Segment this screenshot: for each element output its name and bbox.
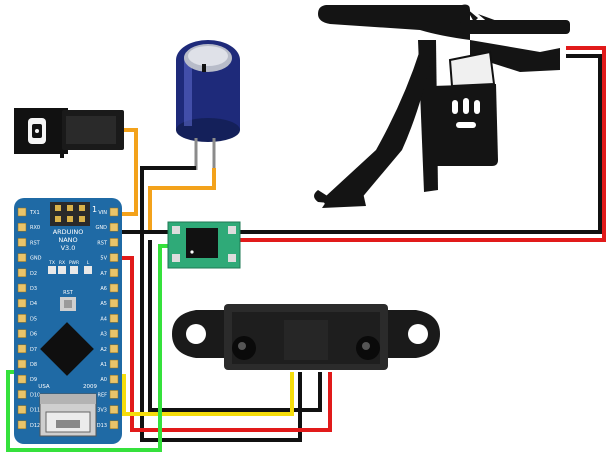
board-version: V3.0 (61, 244, 76, 252)
right-pin-label: 3V3 (97, 408, 107, 414)
black-wire-module (240, 54, 602, 234)
left-pin-pad (17, 314, 27, 323)
left-pin-pad (17, 390, 27, 399)
right-pin-pad (109, 420, 119, 430)
left-pin-pad (17, 344, 27, 354)
left-pin-label: D5 (30, 316, 37, 322)
left-pin-pad (17, 405, 27, 414)
spray-trigger-servo (314, 4, 570, 208)
icsp-header: 1 (50, 202, 97, 226)
right-pin-pad (109, 344, 119, 354)
right-pin-pad (109, 374, 119, 384)
left-pin-label: RST (30, 240, 41, 246)
right-pin-label: 5V (100, 256, 107, 262)
right-pin-pad (109, 359, 119, 369)
right-pin-pad (109, 283, 119, 293)
right-pin-pad (109, 238, 119, 247)
left-pin-pad (17, 374, 27, 384)
board-name-line2: NANO (58, 236, 77, 244)
right-pin-pad (109, 207, 119, 217)
left-pin-pad (17, 268, 27, 278)
board-name-line1: ARDUINO (53, 228, 84, 236)
left-pin-label: D2 (30, 271, 37, 277)
right-pin-label: A5 (100, 301, 107, 307)
icsp-number: 1 (92, 205, 97, 214)
left-pin-pad (17, 420, 27, 430)
year-label: 2009 (83, 384, 97, 390)
green-wire (6, 244, 176, 452)
right-pin-pad (109, 298, 119, 308)
right-pin-label: A2 (100, 347, 107, 353)
left-pin-label: D7 (30, 347, 37, 353)
dc-barrel-jack (14, 108, 124, 158)
right-pin-pad (109, 222, 119, 232)
left-pin-label: D3 (30, 286, 37, 292)
left-pin-label: TX1 (29, 210, 40, 216)
right-pin-pad (109, 268, 119, 278)
right-pin-pad (109, 329, 119, 338)
left-pin-label: D6 (30, 332, 37, 338)
left-pin-label: RX0 (30, 225, 40, 231)
microcontroller-chip (40, 322, 94, 376)
motor-driver-module (167, 221, 241, 269)
left-pin-label: D10 (30, 392, 40, 398)
left-pin-pad (17, 253, 27, 262)
svg-text:TX: TX (48, 260, 55, 266)
left-pin-pad (17, 207, 27, 217)
right-pin-label: A3 (100, 332, 107, 338)
left-pin-pad (17, 329, 27, 338)
right-pin-pad (109, 314, 119, 323)
red-wire-servo (240, 46, 606, 242)
right-pin-label: A6 (100, 286, 107, 292)
reset-label: RST (63, 290, 74, 296)
left-pin-label: GND (30, 256, 42, 262)
right-pin-pad (109, 405, 119, 414)
svg-text:L: L (87, 260, 90, 266)
right-pin-label: VIN (98, 210, 107, 216)
left-pin-pad (17, 298, 27, 308)
made-in-label: USA (38, 384, 50, 390)
left-pin-label: D4 (30, 301, 37, 307)
black-wire-cap (140, 166, 302, 442)
black-wire-sensor (148, 240, 322, 412)
right-pin-pad (109, 390, 119, 399)
left-pin-pad (17, 283, 27, 293)
ir-distance-sensor (172, 304, 440, 370)
right-pin-label: A7 (100, 271, 107, 277)
right-pin-label: A0 (100, 377, 107, 383)
left-pin-pad (17, 238, 27, 247)
right-pin-label: A4 (100, 316, 107, 322)
status-leds: TX RX PWR L (48, 260, 92, 274)
right-pin-label: GND (96, 225, 108, 231)
left-pin-label: D11 (30, 408, 40, 414)
left-pin-pad (17, 222, 27, 232)
left-pin-label: D12 (30, 423, 40, 429)
right-pin-label: A1 (100, 362, 107, 368)
right-pin-pad (109, 253, 119, 262)
svg-text:RX: RX (59, 260, 65, 266)
wires (6, 46, 606, 452)
left-pin-label: D9 (30, 377, 37, 383)
usb-connector (39, 393, 97, 437)
left-pin-label: D8 (30, 362, 37, 368)
right-pin-label: REF (97, 392, 107, 398)
electrolytic-capacitor (176, 40, 240, 188)
red-wire-board (118, 256, 332, 432)
yellow-wire (110, 372, 294, 416)
left-pin-pad (17, 359, 27, 369)
right-pin-label: RST (97, 240, 108, 246)
right-pin-label: D13 (97, 423, 107, 429)
svg-text:PWR: PWR (69, 260, 79, 266)
